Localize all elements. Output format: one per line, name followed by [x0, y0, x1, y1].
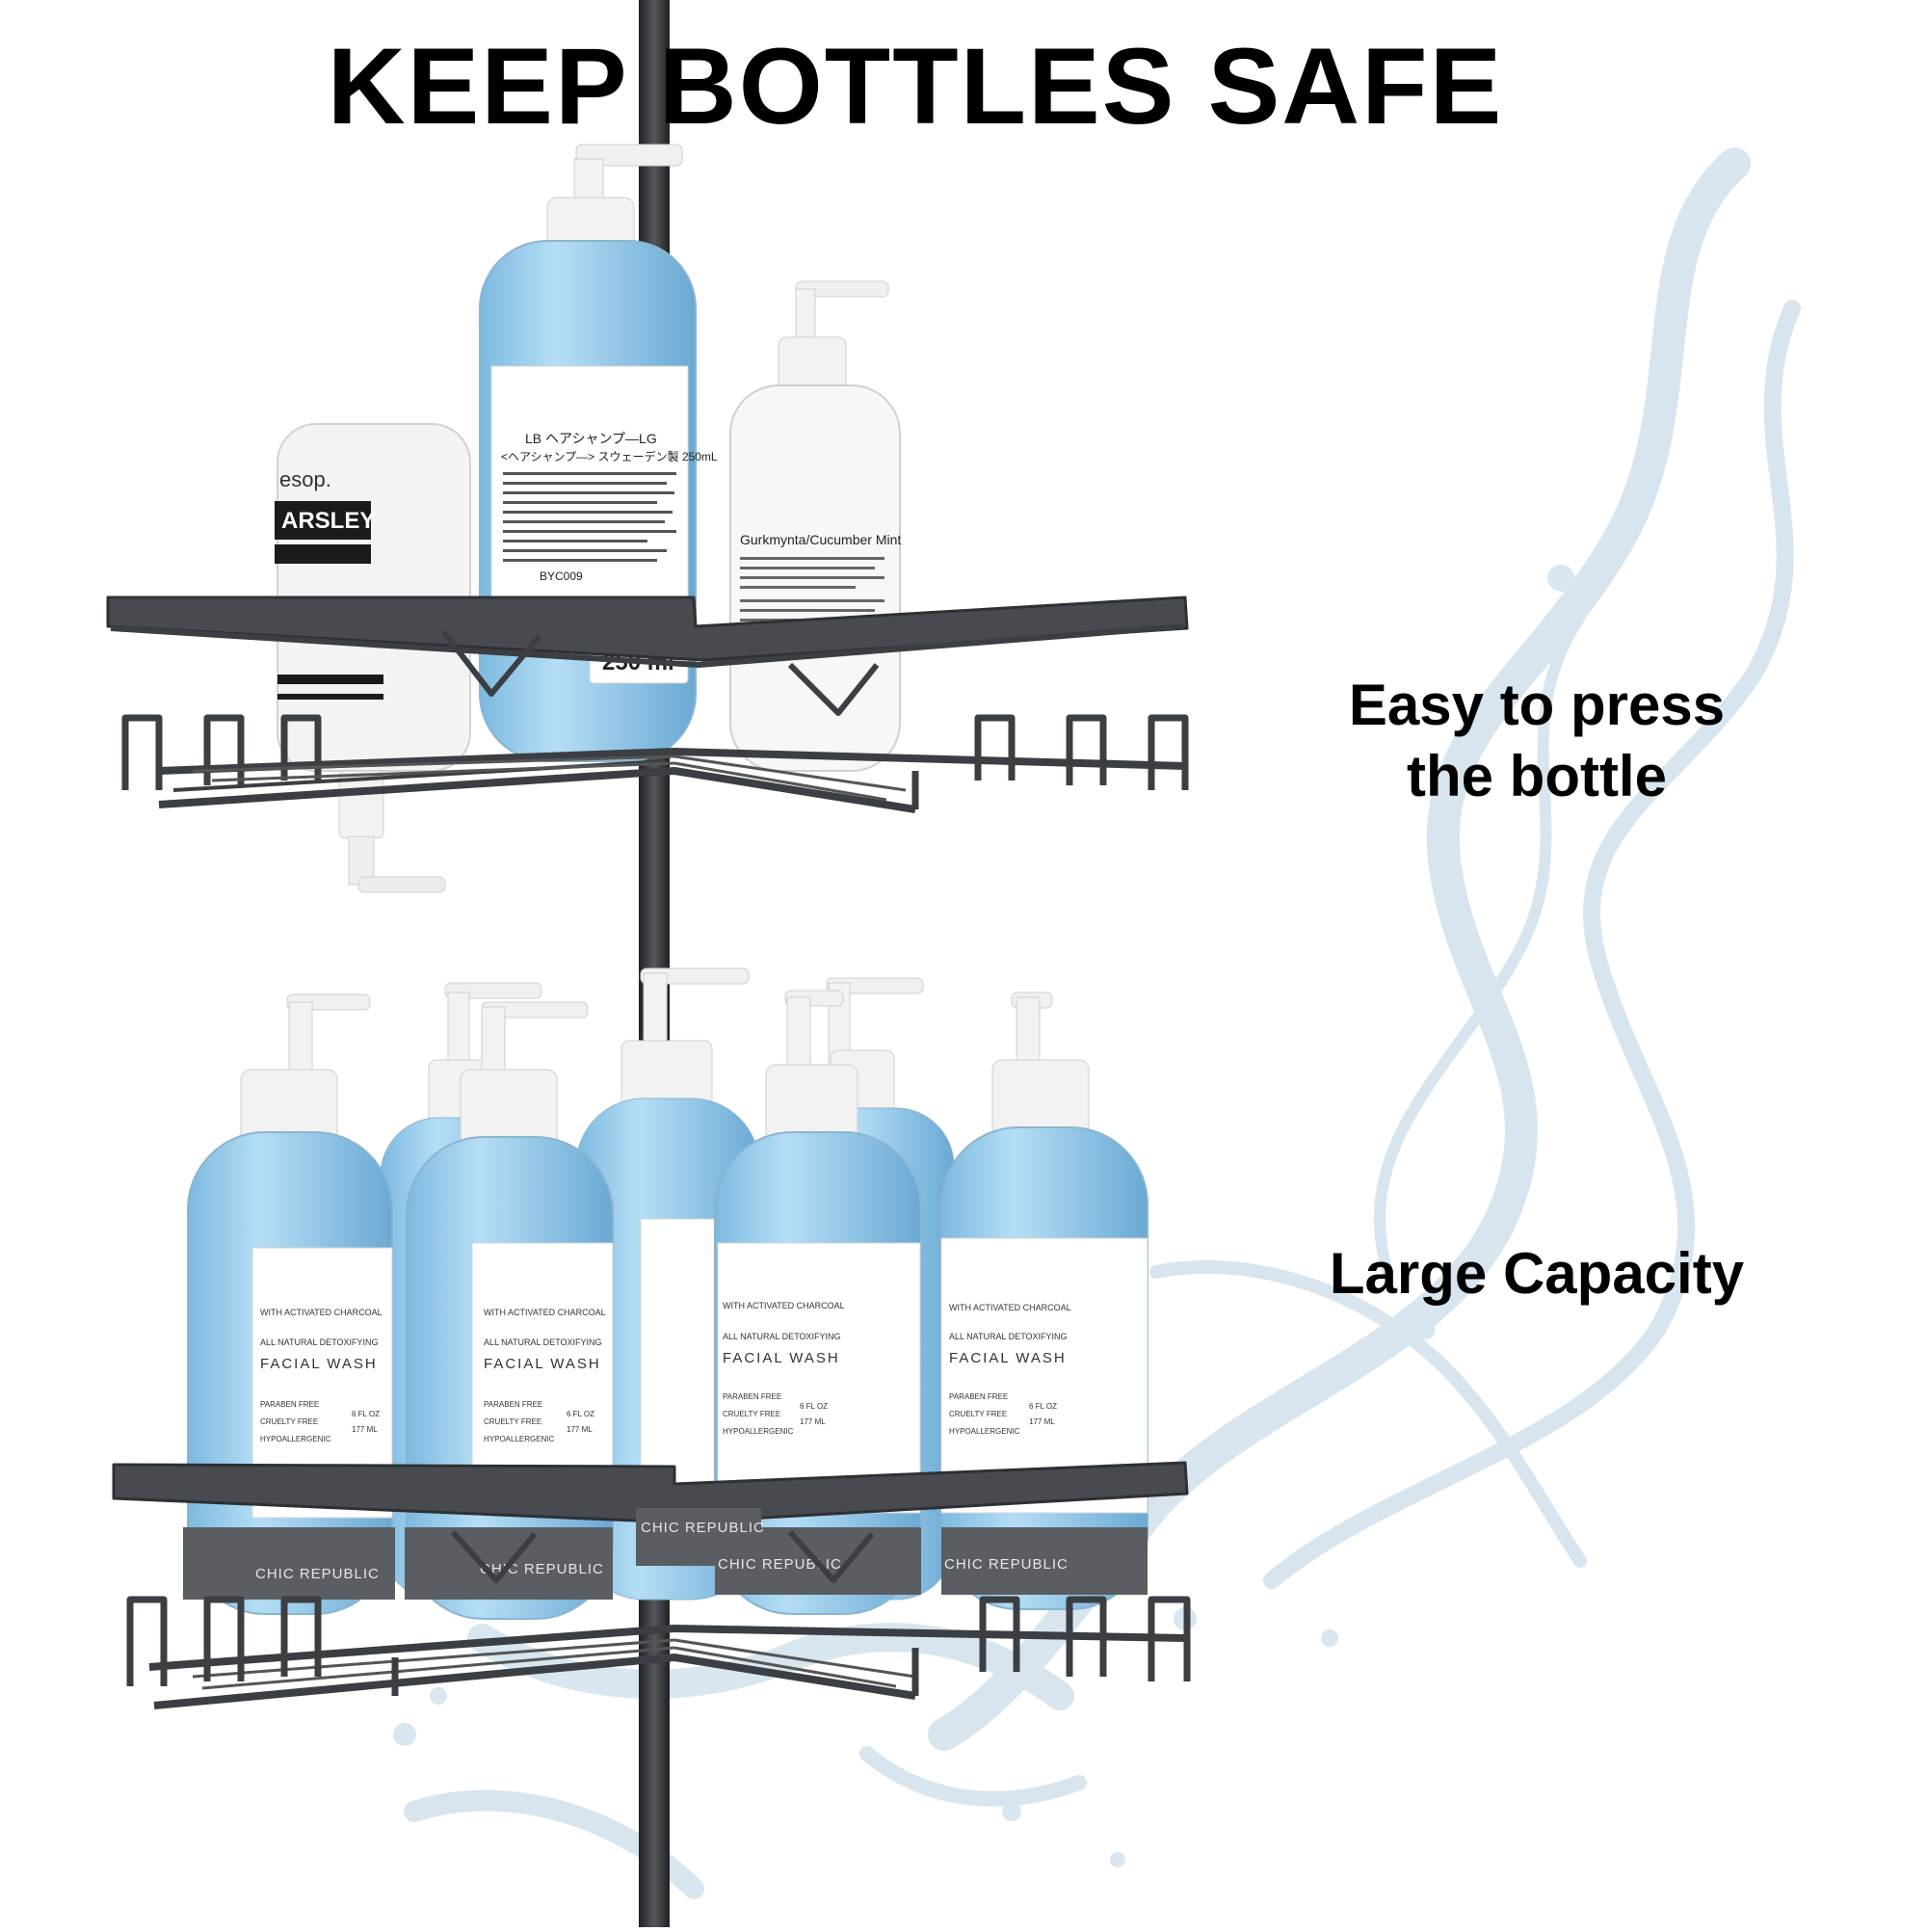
- facial-wash-label-3: WITH ACTIVATED CHARCOAL ALL NATURAL DETO…: [723, 1301, 845, 1436]
- label-claim-1: PARABEN FREE: [260, 1400, 319, 1409]
- label-claim-2: CRUELTY FREE: [260, 1417, 318, 1426]
- label-line2: ALL NATURAL DETOXIFYING: [484, 1337, 602, 1347]
- label-size-ml: 177 ML: [567, 1425, 593, 1434]
- brand-band-3: CHIC REPUBLIC: [641, 1520, 765, 1536]
- label-claim-3: HYPOALLERGENIC: [260, 1435, 331, 1443]
- label-size-ml: 177 ML: [1029, 1417, 1055, 1426]
- label-size-ml: 177 ML: [800, 1417, 826, 1426]
- bottle-front-1: [187, 993, 393, 1615]
- facial-wash-label-1: WITH ACTIVATED CHARCOAL ALL NATURAL DETO…: [260, 1308, 383, 1443]
- top-shelf-rack: [106, 595, 1189, 813]
- callout-easy-to-press-line1: Easy to press: [1348, 673, 1726, 737]
- label-product: FACIAL WASH: [260, 1356, 378, 1372]
- cucumber-mint-name: Gurkmynta/Cucumber Mint: [740, 532, 901, 547]
- label-size-oz: 6 FL OZ: [352, 1410, 380, 1418]
- label-claim-1: PARABEN FREE: [484, 1400, 542, 1409]
- bottle-front-4: [940, 992, 1148, 1610]
- label-claim-2: CRUELTY FREE: [949, 1410, 1007, 1418]
- bottle-parsley-brand: esop.: [279, 467, 331, 491]
- shampoo-code: BYC009: [540, 569, 583, 583]
- headline: KEEP BOTTLES SAFE: [327, 26, 1504, 146]
- brand-band-5: CHIC REPUBLIC: [944, 1556, 1069, 1573]
- bottle-parsley-label: ARSLEY: [281, 508, 375, 534]
- label-line1: WITH ACTIVATED CHARCOAL: [484, 1308, 606, 1317]
- label-claim-3: HYPOALLERGENIC: [949, 1427, 1020, 1436]
- facial-wash-label-4: WITH ACTIVATED CHARCOAL ALL NATURAL DETO…: [949, 1303, 1071, 1436]
- label-line1: WITH ACTIVATED CHARCOAL: [949, 1303, 1071, 1312]
- label-claim-1: PARABEN FREE: [723, 1392, 781, 1401]
- label-line1: WITH ACTIVATED CHARCOAL: [723, 1301, 845, 1310]
- callout-easy-to-press-line2: the bottle: [1407, 744, 1667, 808]
- bottom-shelf-rack: CHIC REPUBLIC CHIC REPUBLIC CHIC REPUBLI…: [112, 1461, 1191, 1709]
- label-claim-2: CRUELTY FREE: [484, 1417, 541, 1426]
- brand-band-1: CHIC REPUBLIC: [255, 1566, 380, 1582]
- bottle-cucumber-mint: Gurkmynta/Cucumber Mint: [729, 280, 901, 772]
- label-size-oz: 6 FL OZ: [800, 1402, 828, 1411]
- brand-band-4: CHIC REPUBLIC: [718, 1556, 842, 1573]
- label-claim-3: HYPOALLERGENIC: [723, 1427, 794, 1436]
- label-line2: ALL NATURAL DETOXIFYING: [723, 1332, 841, 1341]
- shampoo-fine-print: [503, 472, 676, 562]
- shampoo-subtitle: <ヘアシャンプ—> スウェーデン製 250mL: [501, 449, 718, 463]
- label-claim-2: CRUELTY FREE: [723, 1410, 780, 1418]
- label-line2: ALL NATURAL DETOXIFYING: [260, 1337, 379, 1347]
- shampoo-title: LB ヘアシャンプ—LG: [525, 431, 657, 446]
- callout-easy-to-press: Easy to press the bottle: [1243, 670, 1831, 812]
- bottle-parsley: esop. ARSLEY: [275, 423, 471, 893]
- water-droplets: [393, 565, 1574, 1867]
- facial-wash-label-2: WITH ACTIVATED CHARCOAL ALL NATURAL DETO…: [484, 1308, 606, 1443]
- label-claim-1: PARABEN FREE: [949, 1392, 1008, 1401]
- label-product: FACIAL WASH: [949, 1350, 1067, 1366]
- label-product: FACIAL WASH: [484, 1356, 601, 1372]
- label-size-ml: 177 ML: [352, 1425, 378, 1434]
- label-size-oz: 6 FL OZ: [1029, 1402, 1057, 1411]
- label-line2: ALL NATURAL DETOXIFYING: [949, 1332, 1068, 1341]
- label-product: FACIAL WASH: [723, 1350, 840, 1366]
- label-line1: WITH ACTIVATED CHARCOAL: [260, 1308, 383, 1317]
- label-claim-3: HYPOALLERGENIC: [484, 1435, 555, 1443]
- label-size-oz: 6 FL OZ: [567, 1410, 594, 1418]
- callout-large-capacity: Large Capacity: [1329, 1241, 1745, 1306]
